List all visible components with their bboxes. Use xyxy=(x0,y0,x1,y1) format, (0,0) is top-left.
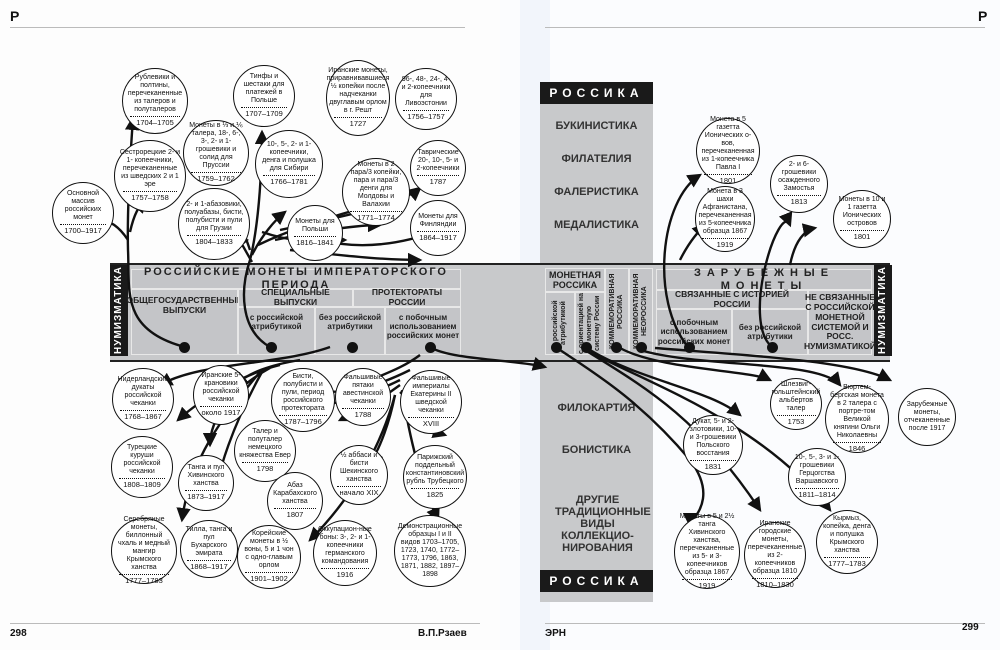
link xyxy=(758,211,793,348)
coin-node: 10-, 5-, 2- и 1-копеечники, денга и полу… xyxy=(255,130,323,198)
coin-node: 2- и 1-абазовики, полуабазы, бисти, полу… xyxy=(178,188,250,260)
rossica-item: БОНИСТИКА xyxy=(561,444,632,456)
link xyxy=(788,223,818,266)
running-header-right: Р xyxy=(978,8,988,24)
footer-rule-left xyxy=(10,623,480,624)
coin-node: Фальшивые империалы Екатерины II шведско… xyxy=(400,370,462,434)
link xyxy=(589,348,742,417)
link xyxy=(619,346,773,382)
anchor-dot xyxy=(551,342,562,353)
link xyxy=(584,348,762,512)
anchor-dot xyxy=(425,342,436,353)
rossica-top-title: РОССИКА xyxy=(540,82,653,104)
coin-node: Иранские монеты, приравнивавшиеся ½ копе… xyxy=(326,60,390,136)
anchor-dot xyxy=(611,342,622,353)
rossica-item: ФИЛОКАРТИЯ xyxy=(557,402,636,414)
coin-node: Кырмыз, копейка, денга и полушка Крымско… xyxy=(816,510,878,574)
link xyxy=(157,345,331,387)
running-header-left: Р xyxy=(10,8,20,24)
header-rule-right xyxy=(545,27,985,28)
coin-node: Монета в 3 шахи Афганистана, перечеканен… xyxy=(695,186,755,252)
coin-node: Сестрорецкие 2- и 1- копеечники, перечек… xyxy=(114,140,186,212)
coin-node: Дукат, 5- и 2-злотовики, 10- и 3-грошеви… xyxy=(683,415,743,475)
coin-node: Монеты в 10 и 1 газетта Ионических остро… xyxy=(833,190,891,248)
coin-node: Зарубежные монеты, отчеканенные после 19… xyxy=(898,388,956,446)
page-number-left: 298 xyxy=(10,628,27,639)
related-history-cell: СВЯЗАННЫЕ С ИСТОРИЕЙ РОССИИ xyxy=(656,289,808,309)
coin-node: 10-, 5-, 3- и 1-грошевики Герцогства Вар… xyxy=(788,448,846,506)
rossica-item: БУКИНИСТИКА xyxy=(555,120,638,132)
header-rule-left xyxy=(10,27,465,28)
anchor-dot xyxy=(581,342,592,353)
rossica-item: ФИЛАТЕЛИЯ xyxy=(561,153,632,165)
link xyxy=(559,349,705,528)
coin-rossica-title: МОНЕТНАЯ РОССИКА xyxy=(545,268,605,292)
coin-node: Рублевики и полтины, перечеканенные из т… xyxy=(122,68,188,134)
anchor-dot xyxy=(266,342,277,353)
section-name: ЭРН xyxy=(545,628,567,639)
author-name: В.П.Рзаев xyxy=(418,628,467,639)
coin-node: Корейские монеты в ½ воны, 5 и 1 чон с о… xyxy=(237,525,301,589)
coin-node: Монета в 5 газетта Ионических о-вов, пер… xyxy=(696,116,760,185)
anchor-dot xyxy=(636,342,647,353)
rossica-item: ФАЛЕРИСТИКА xyxy=(554,186,639,198)
imperial-coins-title: РОССИЙСКИЕ МОНЕТЫ ИМПЕРАТОРСКОГО ПЕРИОДА xyxy=(131,266,461,291)
link xyxy=(639,348,842,387)
page-number-right: 299 xyxy=(962,622,979,633)
anchor-dot xyxy=(767,342,778,353)
coin-node: Демонстрационные образцы I и II видов 17… xyxy=(394,515,466,587)
link xyxy=(250,210,287,256)
coin-node: Монеты в 2 пара/3 копейки, пара и пара/3… xyxy=(342,158,410,226)
side-use-cell: с побочным использованием российских мон… xyxy=(385,307,461,355)
link xyxy=(663,173,703,348)
rossica-bottom-title: РОССИКА xyxy=(540,570,653,592)
anchor-dot xyxy=(179,342,190,353)
coin-node: Талер и полуталер немецкого княжества Ев… xyxy=(234,420,296,482)
protectorates-cell: ПРОТЕКТОРАТЫ РОССИИ xyxy=(353,287,461,307)
coin-node: 96-, 48-, 24-, 4- и 2-копеечники для Лив… xyxy=(395,68,457,130)
coin-node: Бисти, полубисти и пули, период российск… xyxy=(271,368,335,432)
footer-rule-right xyxy=(545,623,985,624)
rossica-item: ДРУГИЕ ТРАДИЦИОННЫЕ ВИДЫ КОЛЛЕКЦИО-НИРОВ… xyxy=(555,494,651,554)
coin-node: Иранские городские монеты, перечеканенны… xyxy=(744,520,806,589)
coin-node: Серебряные монеты, биллонный чхаль и мед… xyxy=(111,516,177,585)
anchor-dot xyxy=(684,342,695,353)
link xyxy=(429,345,548,371)
coin-node: Монеты в ⅓ и ⅙ талера, 18-, 6-, 3-, 2- и… xyxy=(183,120,249,186)
rossica-item: МЕДАЛИСТИКА xyxy=(554,219,639,231)
coin-node: Оккупацион-ные боны: 3-, 2- и 1-копеечни… xyxy=(313,520,377,586)
coin-node: Парижский поддельный константиновский ру… xyxy=(403,445,467,509)
not-related-cell: НЕ СВЯЗАННЫЕ С РОССИЙСКОЙ МОНЕТНОЙ СИСТЕ… xyxy=(804,290,876,355)
coin-node: Монеты в 5 и 2½ танга Хивинского ханства… xyxy=(674,513,740,590)
coin-node: Вюртем-бергская монета в 2 талера с порт… xyxy=(825,384,889,453)
special-issues-cell: СПЕЦИАЛЬНЫЕ ВЫПУСКИ xyxy=(238,287,353,307)
anchor-dot xyxy=(347,342,358,353)
